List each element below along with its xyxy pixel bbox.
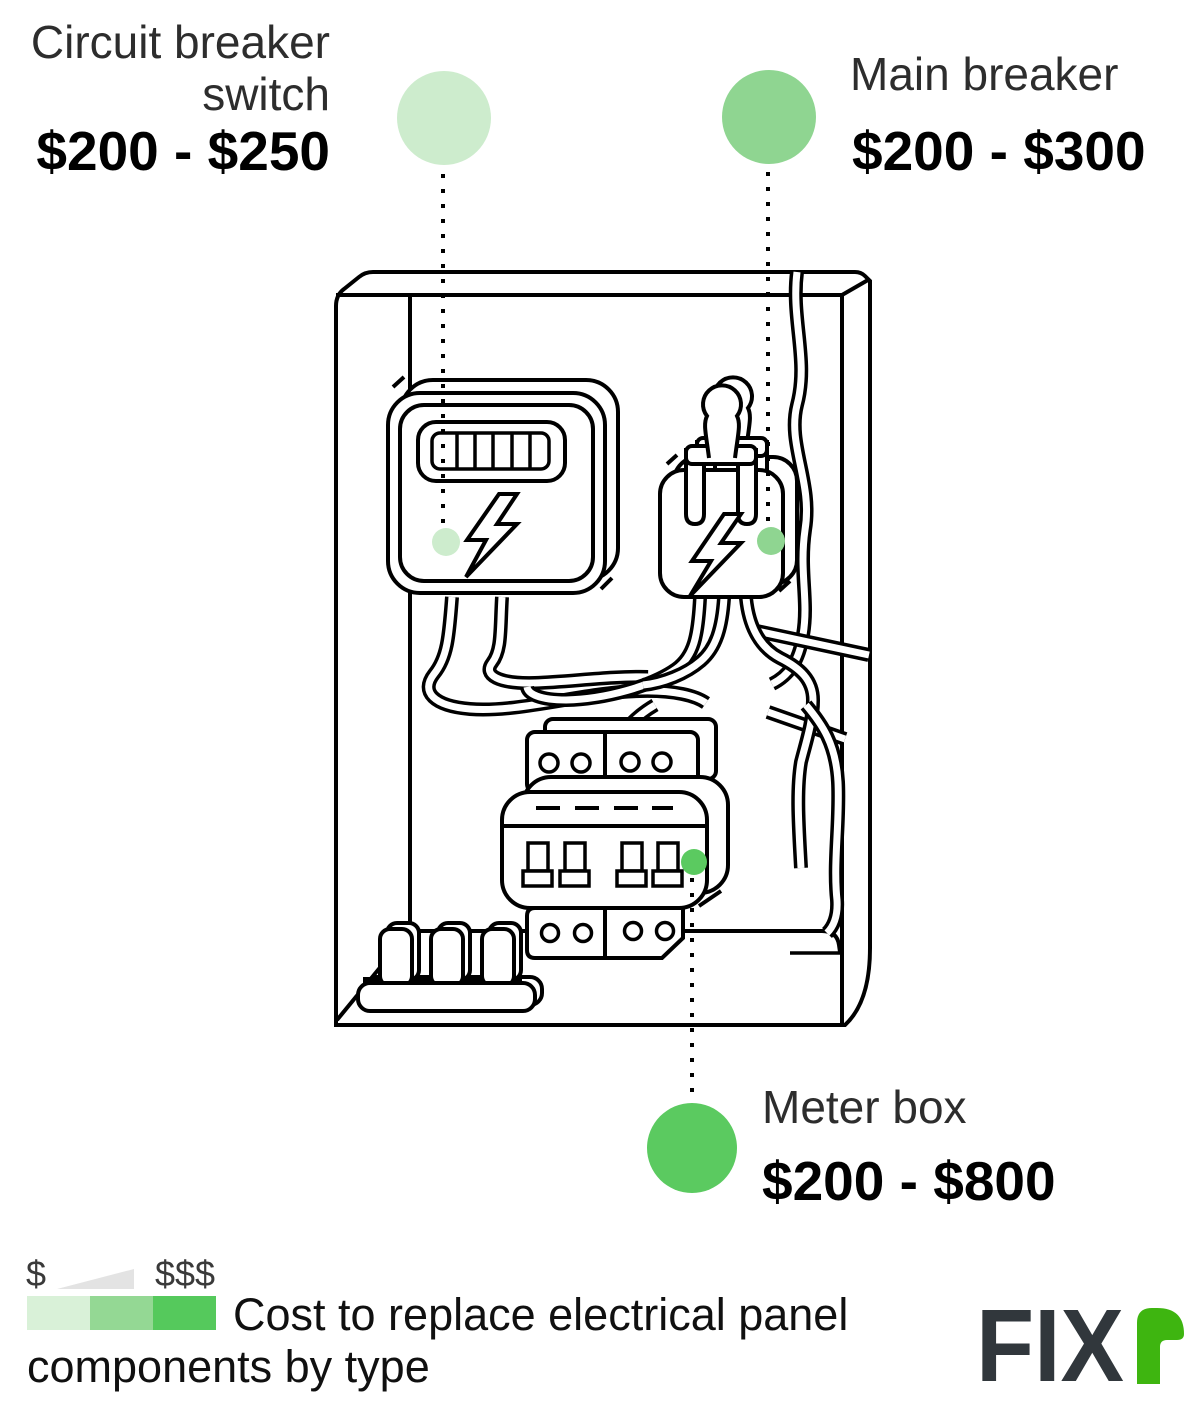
legend-max-symbol: $$$ [155, 1253, 216, 1294]
lightning-bolt-icon [463, 492, 522, 579]
circuit-breaker-switch-price: $200 - $250 [36, 120, 330, 182]
legend-wedge [57, 1269, 134, 1289]
meter-box-label: Meter box [762, 1081, 967, 1133]
panel-wires [421, 271, 871, 938]
main-breaker-switch [658, 375, 799, 599]
legend-scale [27, 1296, 216, 1330]
main-breaker-marker [722, 70, 816, 164]
fixr-logo-r-glyph [1137, 1308, 1184, 1384]
lightning-bolt-icon [688, 512, 746, 598]
breaker-handle [684, 383, 758, 527]
fixr-logo-text: FIX [976, 1288, 1124, 1403]
circuit-breaker-switch-label-line2: switch [202, 68, 330, 120]
legend-swatch-low [27, 1296, 90, 1330]
meter-box-point [681, 849, 707, 875]
meter-box-marker [647, 1103, 737, 1193]
caption-line2: components by type [27, 1341, 430, 1392]
circuit-breaker-switch-label: Circuit breaker switch [0, 16, 330, 120]
main-breaker-label: Main breaker [850, 48, 1119, 100]
cable-glands [356, 921, 544, 1013]
main-breaker-point [757, 527, 785, 555]
legend-swatch-mid [90, 1296, 153, 1330]
circuit-breaker-switch-marker [397, 71, 491, 165]
main-breaker-price: $200 - $300 [852, 120, 1146, 182]
legend-min-symbol: $ [26, 1253, 47, 1294]
fixr-logo: FIX [976, 1288, 1184, 1403]
circuit-breaker-switch-point [432, 528, 460, 556]
circuit-breaker-switch-label-line1: Circuit breaker [30, 16, 330, 68]
legend-swatch-high [153, 1296, 216, 1330]
caption-line1: Cost to replace electrical panel [233, 1289, 849, 1340]
breaker-strip [500, 717, 730, 960]
meter-box-price: $200 - $800 [762, 1150, 1056, 1212]
electric-meter [386, 375, 620, 595]
